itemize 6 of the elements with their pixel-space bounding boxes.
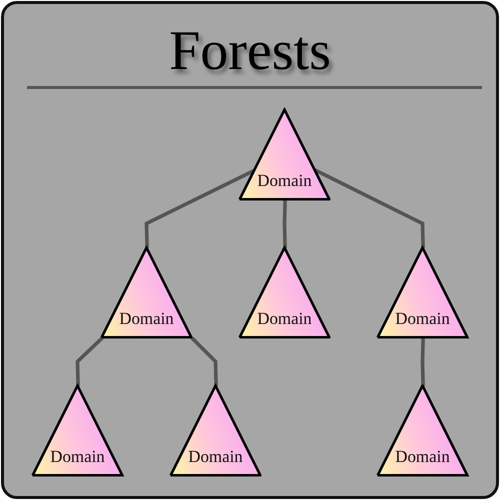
connector	[76, 336, 104, 386]
connector	[314, 168, 425, 248]
connector	[190, 336, 218, 386]
connector	[420, 338, 425, 386]
title: Forests	[169, 19, 331, 84]
connector	[282, 200, 287, 248]
